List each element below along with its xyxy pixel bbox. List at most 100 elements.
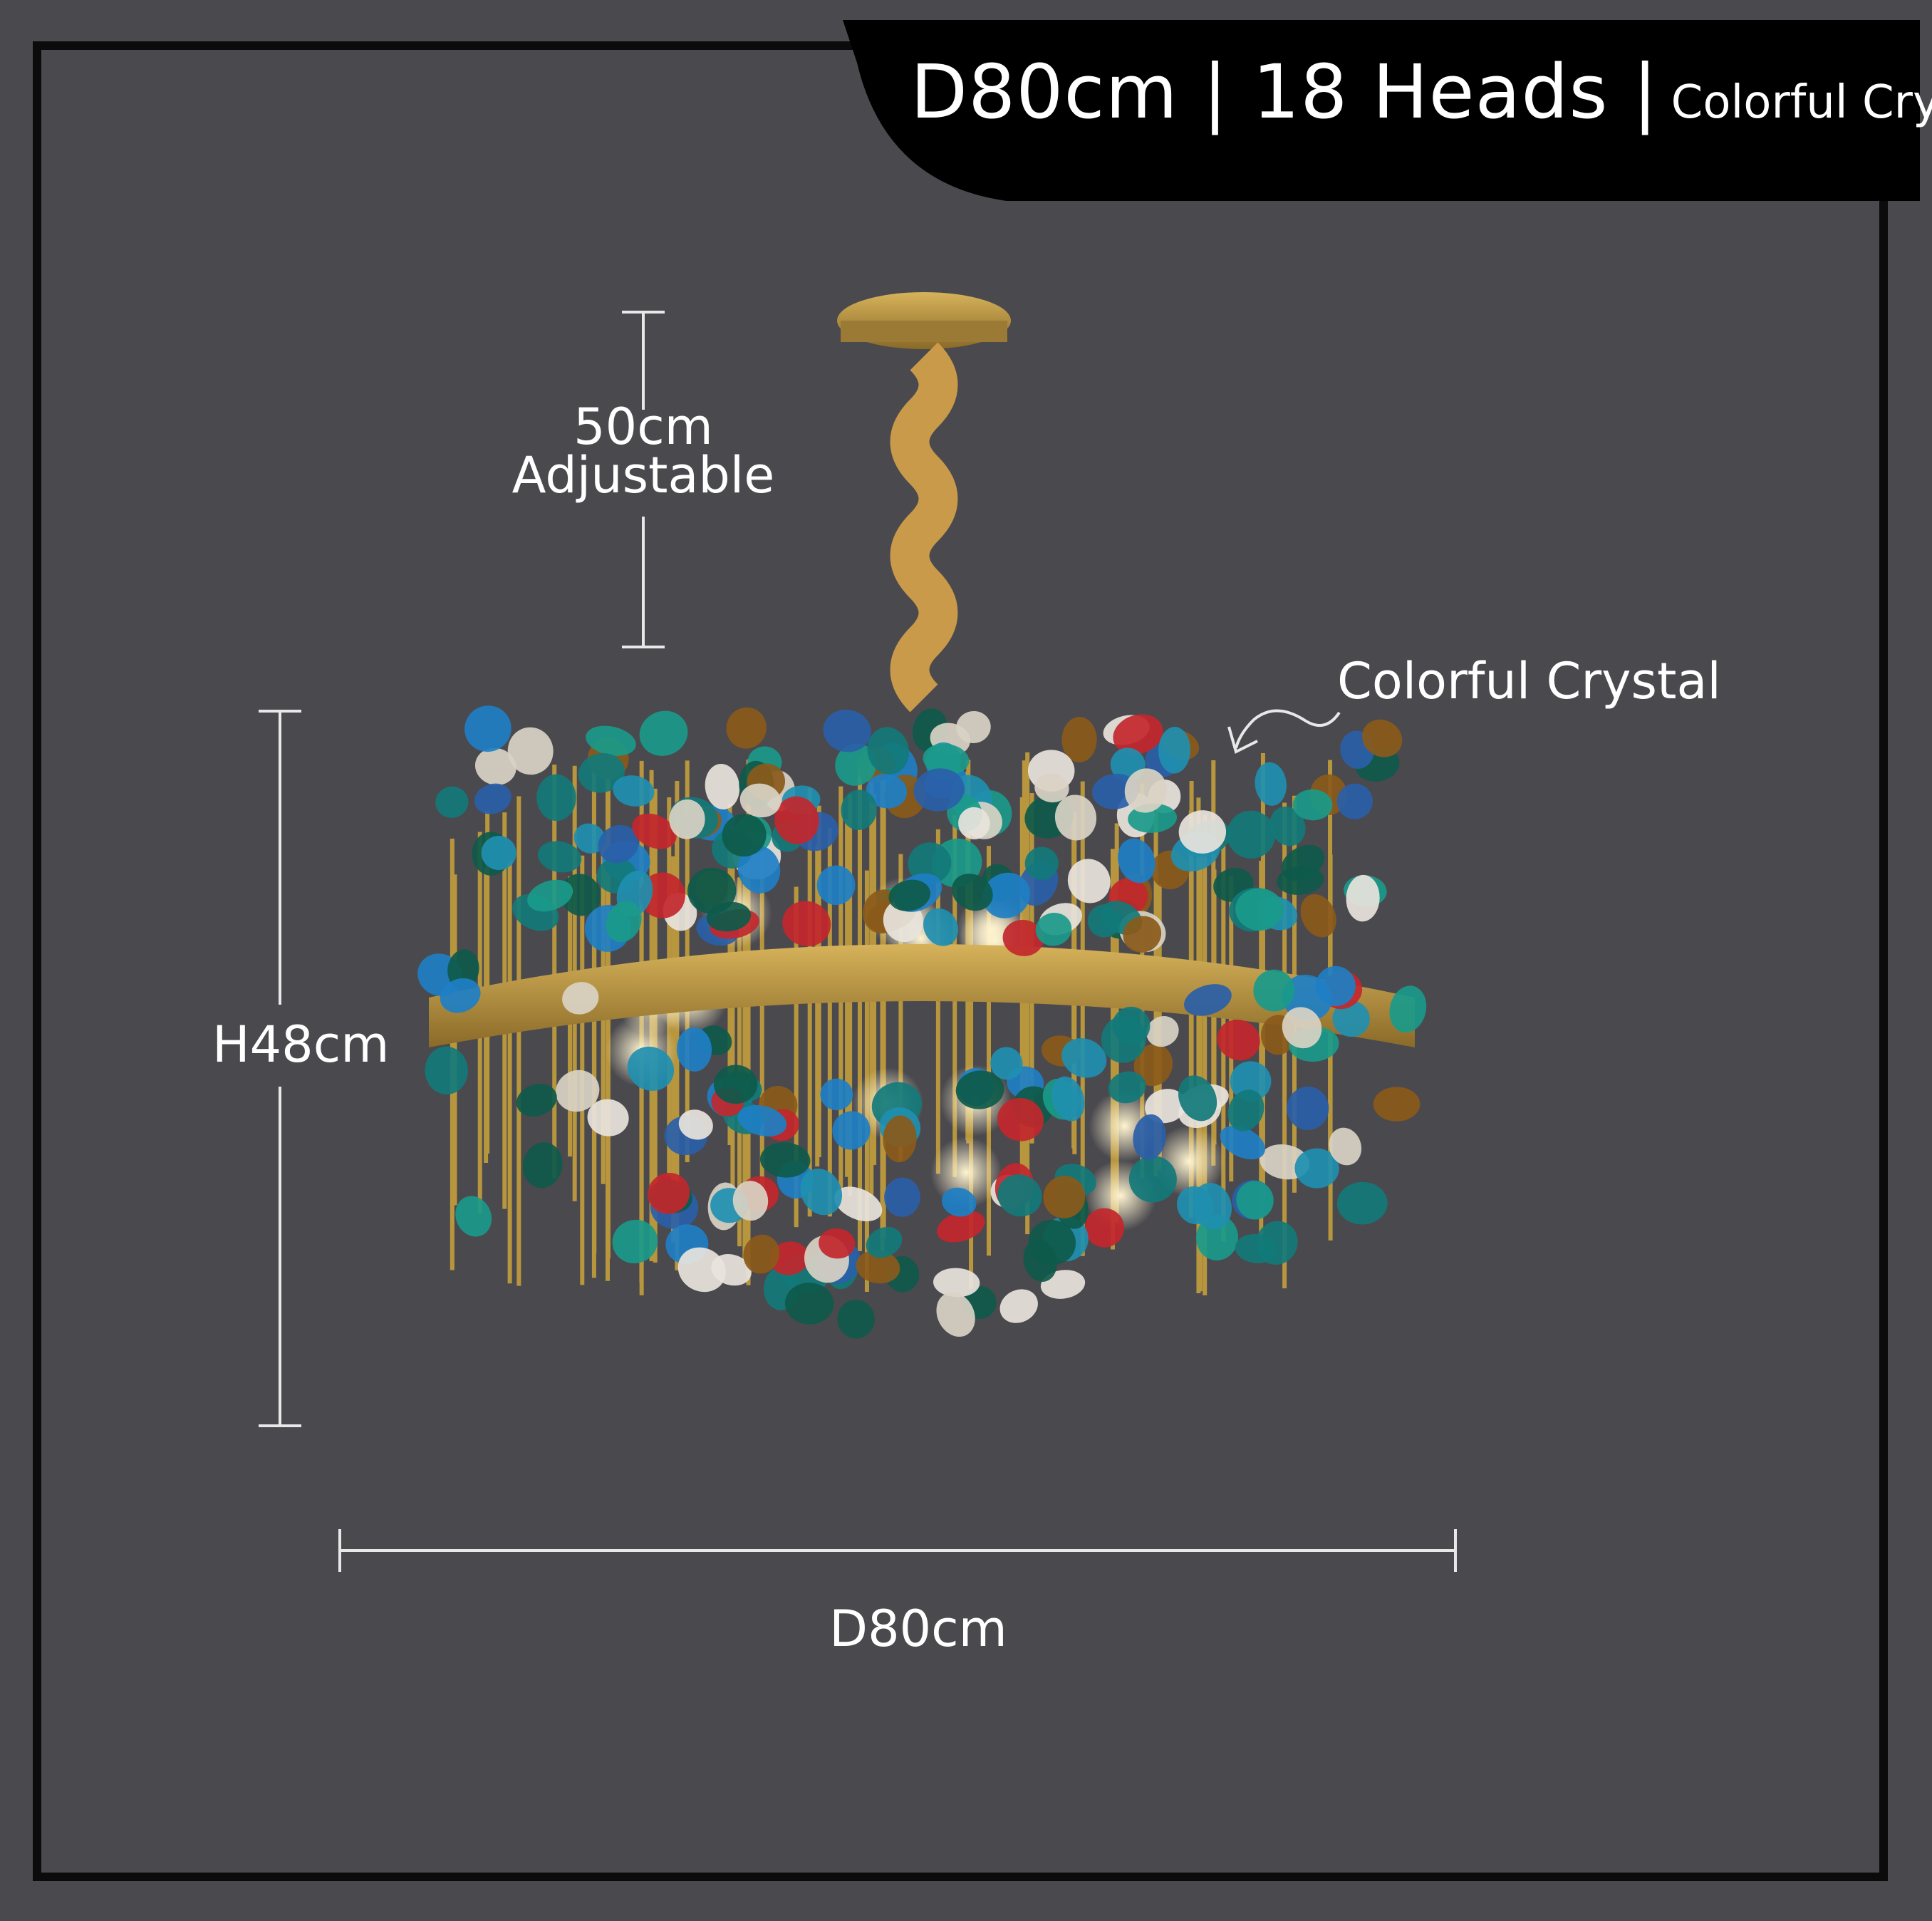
crystal: [474, 783, 511, 814]
crystal: [1051, 1076, 1085, 1122]
crystal: [648, 1173, 690, 1214]
crystal: [627, 1046, 675, 1091]
crystal: [759, 1142, 811, 1178]
crystal: [587, 1099, 629, 1136]
crystal: [1361, 719, 1403, 757]
crystal: [1329, 1127, 1362, 1166]
crystal: [816, 865, 856, 906]
crystal: [1101, 1015, 1146, 1063]
crystal: [1178, 1075, 1217, 1122]
crystal: [1108, 1071, 1146, 1104]
crystal: [1084, 1208, 1125, 1248]
crystal: [955, 1070, 1004, 1109]
crystal: [732, 1181, 769, 1221]
crystal: [706, 901, 752, 932]
crystal: [908, 842, 952, 884]
crystal: [1236, 1181, 1274, 1220]
crystal: [1034, 773, 1069, 803]
crystal: [1227, 810, 1276, 859]
crystal: [1133, 1044, 1173, 1087]
crystal: [678, 1109, 713, 1140]
crystal: [1269, 807, 1306, 846]
crystal: [676, 1027, 712, 1072]
crystal: [726, 707, 767, 749]
crystal: [1287, 1086, 1329, 1131]
crystal: [1373, 1087, 1421, 1122]
crystal: [1128, 1156, 1177, 1203]
crystal: [613, 775, 655, 807]
crystal: [632, 813, 677, 849]
crystal: [455, 1196, 492, 1237]
crystal: [1217, 1019, 1260, 1061]
crystal: [832, 1111, 871, 1150]
crystal: [1332, 1000, 1370, 1037]
crystal: [586, 725, 636, 756]
crystal: [464, 705, 511, 752]
crystal: [1145, 1089, 1187, 1124]
crystal: [936, 1292, 975, 1337]
crystal: [1123, 916, 1162, 953]
crystal: [933, 1268, 980, 1298]
crystal: [1158, 727, 1190, 774]
crystal: [560, 874, 601, 916]
crystal: [1346, 874, 1380, 922]
crystal: [536, 774, 576, 822]
crystal: [769, 1241, 809, 1275]
crystal: [739, 783, 781, 818]
crystal: [447, 949, 479, 990]
crystal: [1336, 783, 1373, 819]
crystal: [481, 836, 516, 871]
crystal: [856, 1250, 900, 1284]
crystal: [1227, 1089, 1264, 1132]
crystal: [937, 1211, 985, 1243]
crystal: [800, 1169, 843, 1216]
crystal: [1178, 810, 1227, 854]
crystal: [474, 747, 516, 785]
crystal: [819, 1228, 856, 1259]
crystal: [1235, 888, 1284, 931]
crystal: [1061, 1038, 1107, 1078]
crystal: [784, 1283, 834, 1325]
crystal: [1133, 1114, 1166, 1160]
crystal: [562, 982, 599, 1015]
crystal: [782, 901, 831, 947]
crystal: [1002, 919, 1044, 956]
crystal: [677, 1247, 726, 1293]
crystal: [1255, 762, 1287, 806]
crystal: [713, 1065, 758, 1104]
crystal: [866, 773, 908, 809]
crystal: [669, 799, 705, 839]
image-frame: [33, 41, 1888, 1881]
crystal: [1220, 1125, 1266, 1160]
crystal: [1124, 768, 1167, 813]
crystal: [923, 743, 970, 775]
crystal: [1023, 1239, 1057, 1282]
crystal: [913, 768, 965, 812]
crystal: [1255, 1221, 1298, 1265]
crystal: [1192, 1182, 1232, 1230]
crystal: [834, 1186, 883, 1221]
crystal: [982, 872, 1031, 918]
crystal: [837, 1300, 875, 1339]
crystal: [1184, 984, 1232, 1016]
crystal: [820, 1078, 853, 1111]
banner-main-text: D80cm | 18 Heads |: [910, 48, 1658, 135]
banner-sub-text: Colorful Crystal: [1671, 76, 1932, 129]
crystal: [578, 752, 625, 793]
crystal: [1294, 1148, 1339, 1189]
crystal: [743, 1234, 780, 1274]
crystal: [1300, 894, 1336, 938]
crystal: [1061, 717, 1097, 763]
crystal: [1113, 714, 1163, 755]
crystal: [1230, 1061, 1272, 1102]
crystal: [841, 789, 877, 830]
crystal: [774, 796, 819, 844]
crystal: [1146, 1016, 1179, 1047]
crystal: [1054, 794, 1097, 841]
crystal: [1118, 838, 1155, 884]
brass-ring: [429, 944, 1415, 1047]
crystal: [606, 901, 642, 943]
crystal: [507, 727, 554, 775]
spec-banner: D80cm | 18 Heads |Colorful Crystal: [843, 20, 1932, 201]
